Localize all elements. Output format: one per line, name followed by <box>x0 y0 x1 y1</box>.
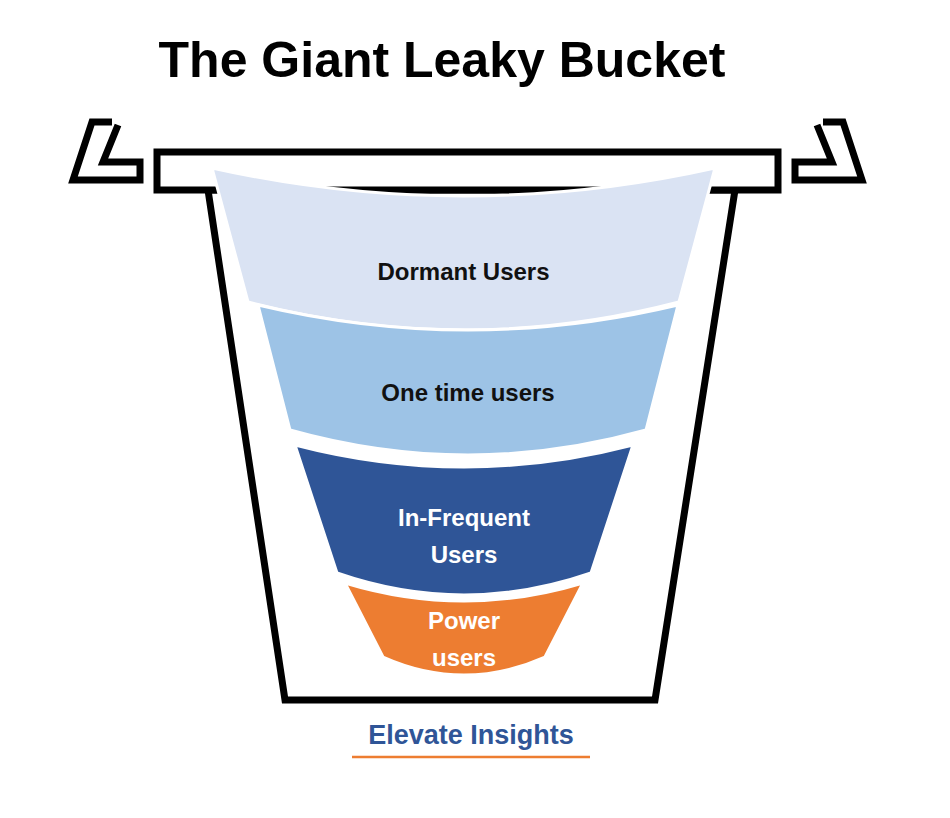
band-outline <box>295 445 633 595</box>
band-label: Power users <box>414 602 514 676</box>
brand-label: Elevate Insights <box>368 720 574 751</box>
diagram-title: The Giant Leaky Bucket <box>159 31 726 89</box>
label-underline <box>352 756 590 759</box>
band-outline <box>212 168 715 330</box>
funnel-band: In-Frequent Users <box>295 445 633 595</box>
band-label: Dormant Users <box>314 253 614 290</box>
funnel-band: Power users <box>345 583 583 675</box>
bucket-handle-left <box>73 122 140 180</box>
band-label: One time users <box>318 374 618 411</box>
funnel-band: Dormant Users <box>212 168 715 330</box>
funnel-band: One time users <box>258 305 678 455</box>
band-label: In-Frequent Users <box>379 499 549 573</box>
band-shape <box>212 168 715 330</box>
bucket-handle-right <box>795 122 862 180</box>
band-outline <box>258 305 678 455</box>
